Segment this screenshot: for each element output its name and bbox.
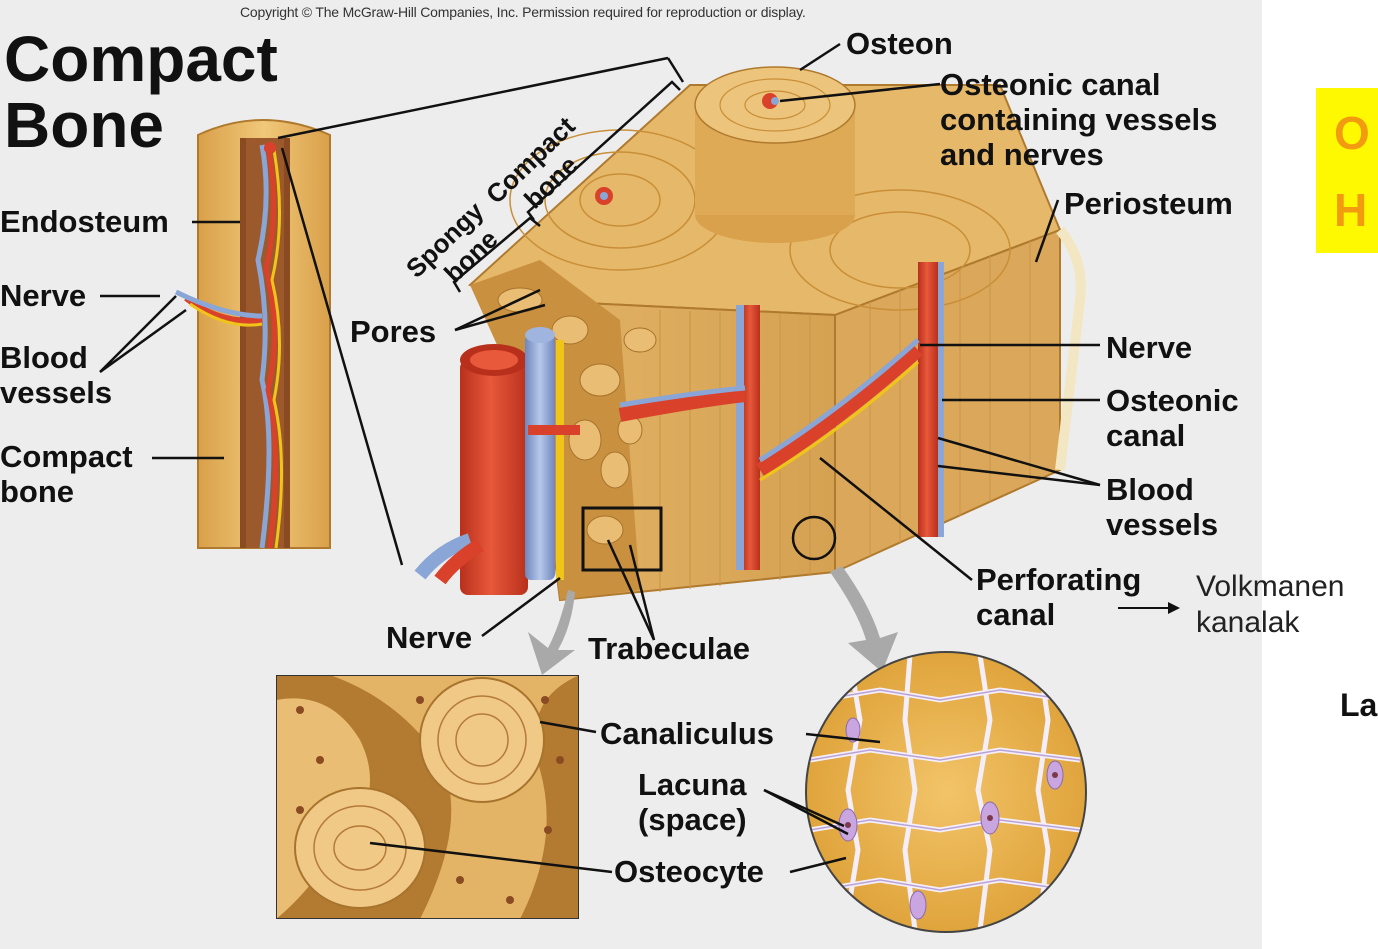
label-line: Blood <box>0 340 88 375</box>
cropped-letter: O <box>1334 107 1370 159</box>
cropped-slide-box: O H <box>1316 88 1378 253</box>
label-line: (space) <box>638 802 747 837</box>
label-perforating-canal: Perforating canal <box>976 562 1141 632</box>
label-periosteum: Periosteum <box>1064 186 1233 221</box>
label-line: bone <box>0 474 75 509</box>
label-blood-vessels-left: Blood vessels <box>0 340 112 410</box>
label-compact-bone-left: Compact bone <box>0 439 133 509</box>
leader-lines <box>99 42 1101 874</box>
long-bone-section <box>174 119 331 549</box>
arrow-to-lacuna-icon <box>830 566 898 672</box>
label-trabeculae: Trabeculae <box>588 631 750 666</box>
label-line: Blood <box>1106 472 1194 507</box>
note-volkmanen: Volkmanen kanalak <box>1196 569 1344 641</box>
label-line: canal <box>1106 418 1186 453</box>
lacuna-magnified <box>805 651 1087 933</box>
cropped-label: La <box>1340 687 1378 723</box>
cropped-letter: H <box>1334 184 1368 236</box>
label-line: vessels <box>1106 507 1219 542</box>
label-osteocyte: Osteocyte <box>614 854 764 889</box>
label-line: and nerves <box>940 137 1104 172</box>
label-line: Compact <box>0 439 133 474</box>
trabeculae-magnified <box>276 675 579 919</box>
label-osteonic-canal: Osteonic canal <box>1106 383 1239 453</box>
label-osteon: Osteon <box>846 26 953 61</box>
label-line: Lacuna <box>638 767 747 802</box>
arrow-to-trabeculae-icon <box>528 590 575 675</box>
note-line: Volkmanen <box>1196 570 1345 603</box>
label-endosteum: Endosteum <box>0 204 169 239</box>
label-blood-vessels-right: Blood vessels <box>1106 472 1218 542</box>
title-line-2: Bone <box>4 89 164 161</box>
label-canaliculus: Canaliculus <box>600 716 774 751</box>
label-nerve-center: Nerve <box>386 620 473 655</box>
label-nerve-right: Nerve <box>1106 330 1193 365</box>
label-line: Osteonic canal <box>940 67 1161 102</box>
label-pores: Pores <box>350 314 437 349</box>
label-line: containing vessels <box>940 102 1218 137</box>
label-osteonic-canal-vessels: Osteonic canal containing vessels and ne… <box>940 67 1217 172</box>
page-title: Compact Bone <box>4 26 278 158</box>
volkmanen-arrow-icon <box>1118 602 1180 614</box>
title-line-1: Compact <box>4 23 278 95</box>
label-nerve-left: Nerve <box>0 278 87 313</box>
note-line: kanalak <box>1196 606 1300 639</box>
label-line: Perforating <box>976 562 1142 597</box>
copyright-notice: Copyright © The McGraw-Hill Companies, I… <box>240 4 806 20</box>
label-line: vessels <box>0 375 113 410</box>
label-line: Osteonic <box>1106 383 1239 418</box>
label-line: canal <box>976 597 1056 632</box>
label-lacuna: Lacuna (space) <box>638 767 747 837</box>
